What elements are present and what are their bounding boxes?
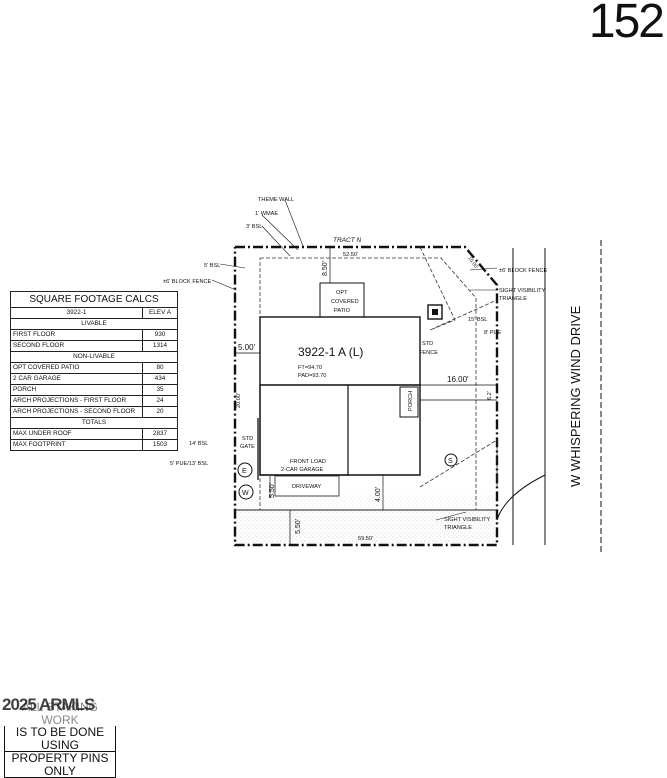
pue-8-label: 8' PUE [484, 330, 502, 336]
corner-label: 15.00' [466, 256, 479, 271]
site-plan-diagram: THEME WALL 1' WMAE 3' BSL TRACT N 52.50'… [163, 197, 602, 555]
block-fence-right-label: ±6' BLOCK FENCE [499, 268, 548, 274]
pue-bsl-label: 5' PUE/13' BSL [170, 461, 208, 467]
patio-label-3: PATIO [334, 308, 351, 314]
leader-line [469, 267, 498, 271]
electric-marker [237, 462, 253, 478]
dim-5950-label: 59.50' [358, 536, 373, 542]
house-second-floor [259, 316, 421, 386]
porch-box [399, 386, 419, 418]
garage-outline [259, 384, 349, 476]
covered-patio [319, 282, 365, 318]
sight-triangle-top [419, 246, 498, 331]
std-fence-label-1: STD [422, 341, 433, 347]
bsl-15-label: 15' BSL [468, 317, 487, 323]
porch-label: PORCH [408, 391, 414, 411]
dim-16-label: 16.00' [447, 375, 469, 384]
leader-line [211, 279, 237, 291]
water-marker [238, 484, 254, 500]
leader-line [261, 214, 299, 251]
bsl-3-label: 3' BSL [246, 224, 262, 230]
pad-label: PAD=93.70 [298, 373, 326, 379]
ft-label: FT=94.70 [298, 365, 322, 371]
row-value: 1503 [142, 439, 178, 451]
leader-line [261, 225, 291, 257]
marker-s-label: S [448, 458, 453, 465]
leader-line [219, 263, 246, 269]
theme-wall-label: THEME WALL [258, 197, 294, 203]
dim-550b-label: 5.50' [295, 519, 302, 534]
sight-triangle-bottom [419, 439, 498, 488]
std-fence-label-2: FENCE [419, 350, 438, 356]
sight-visibility-bottom-1: SIGHT VISIBILITY [444, 517, 490, 523]
sight-visibility-bottom-2: TRIANGLE [444, 525, 472, 531]
street-name-label: W WHISPERING WIND DRIVE [568, 305, 583, 487]
staking-note-line: ALL STAKING WORK [21, 700, 99, 727]
driveway-label: DRIVEWAY [292, 484, 321, 490]
tract-label: TRACT N [333, 237, 361, 244]
staking-note-line: IS TO BE DONE USING [4, 726, 116, 752]
house-footprint [259, 385, 421, 476]
dim-62-label: 6.2' [487, 391, 493, 400]
page-number: 152 [588, 0, 665, 48]
dim-rear-label: 8.50' [322, 261, 329, 276]
utility-box-inner [432, 309, 438, 315]
lot-boundary [233, 245, 499, 547]
bsl-14-label: 14' BSL [189, 441, 208, 447]
sight-visibility-label-1: SIGHT VISIBILITY [499, 288, 545, 294]
dim-side-label: 5.00' [238, 343, 256, 352]
marker-w-label: W [242, 490, 249, 497]
marker-e-label: E [242, 468, 247, 475]
std-gate-label-1: STD [242, 436, 253, 442]
dim-20-label: 20.00' [236, 393, 242, 408]
sewer-marker [444, 453, 458, 467]
dim-400-label: 4.00' [375, 487, 382, 502]
curb-return [496, 474, 546, 521]
std-gate-label-2: GATE [240, 444, 255, 450]
patio-label-2: COVERED [331, 299, 359, 305]
copyright-watermark: 2025 ARMLS [2, 695, 95, 714]
house-label: 3922-1 A (L) [298, 345, 363, 359]
leader-line [435, 511, 467, 521]
driveway [274, 475, 340, 497]
garage-label-2: 2-CAR GARAGE [281, 467, 324, 473]
staking-note: ALL STAKING WORK IS TO BE DONE USING PRO… [4, 701, 116, 778]
staking-note-line: PROPERTY PINS ONLY [4, 752, 116, 778]
dim-550a-label: 5.50' [269, 483, 276, 498]
bsl-5-label: 5' BSL [204, 263, 220, 269]
garage-label-1: FRONT LOAD [290, 459, 326, 465]
dim-top-label: 52.50' [343, 252, 358, 258]
curb-strip [235, 495, 497, 509]
wmae-label: 1' WMAE [255, 211, 278, 217]
sight-visibility-label-2: TRIANGLE [499, 296, 527, 302]
block-fence-left-label: ±6' BLOCK FENCE [163, 279, 212, 285]
patio-label-1: OPT [336, 290, 348, 296]
leader-line [284, 199, 304, 247]
